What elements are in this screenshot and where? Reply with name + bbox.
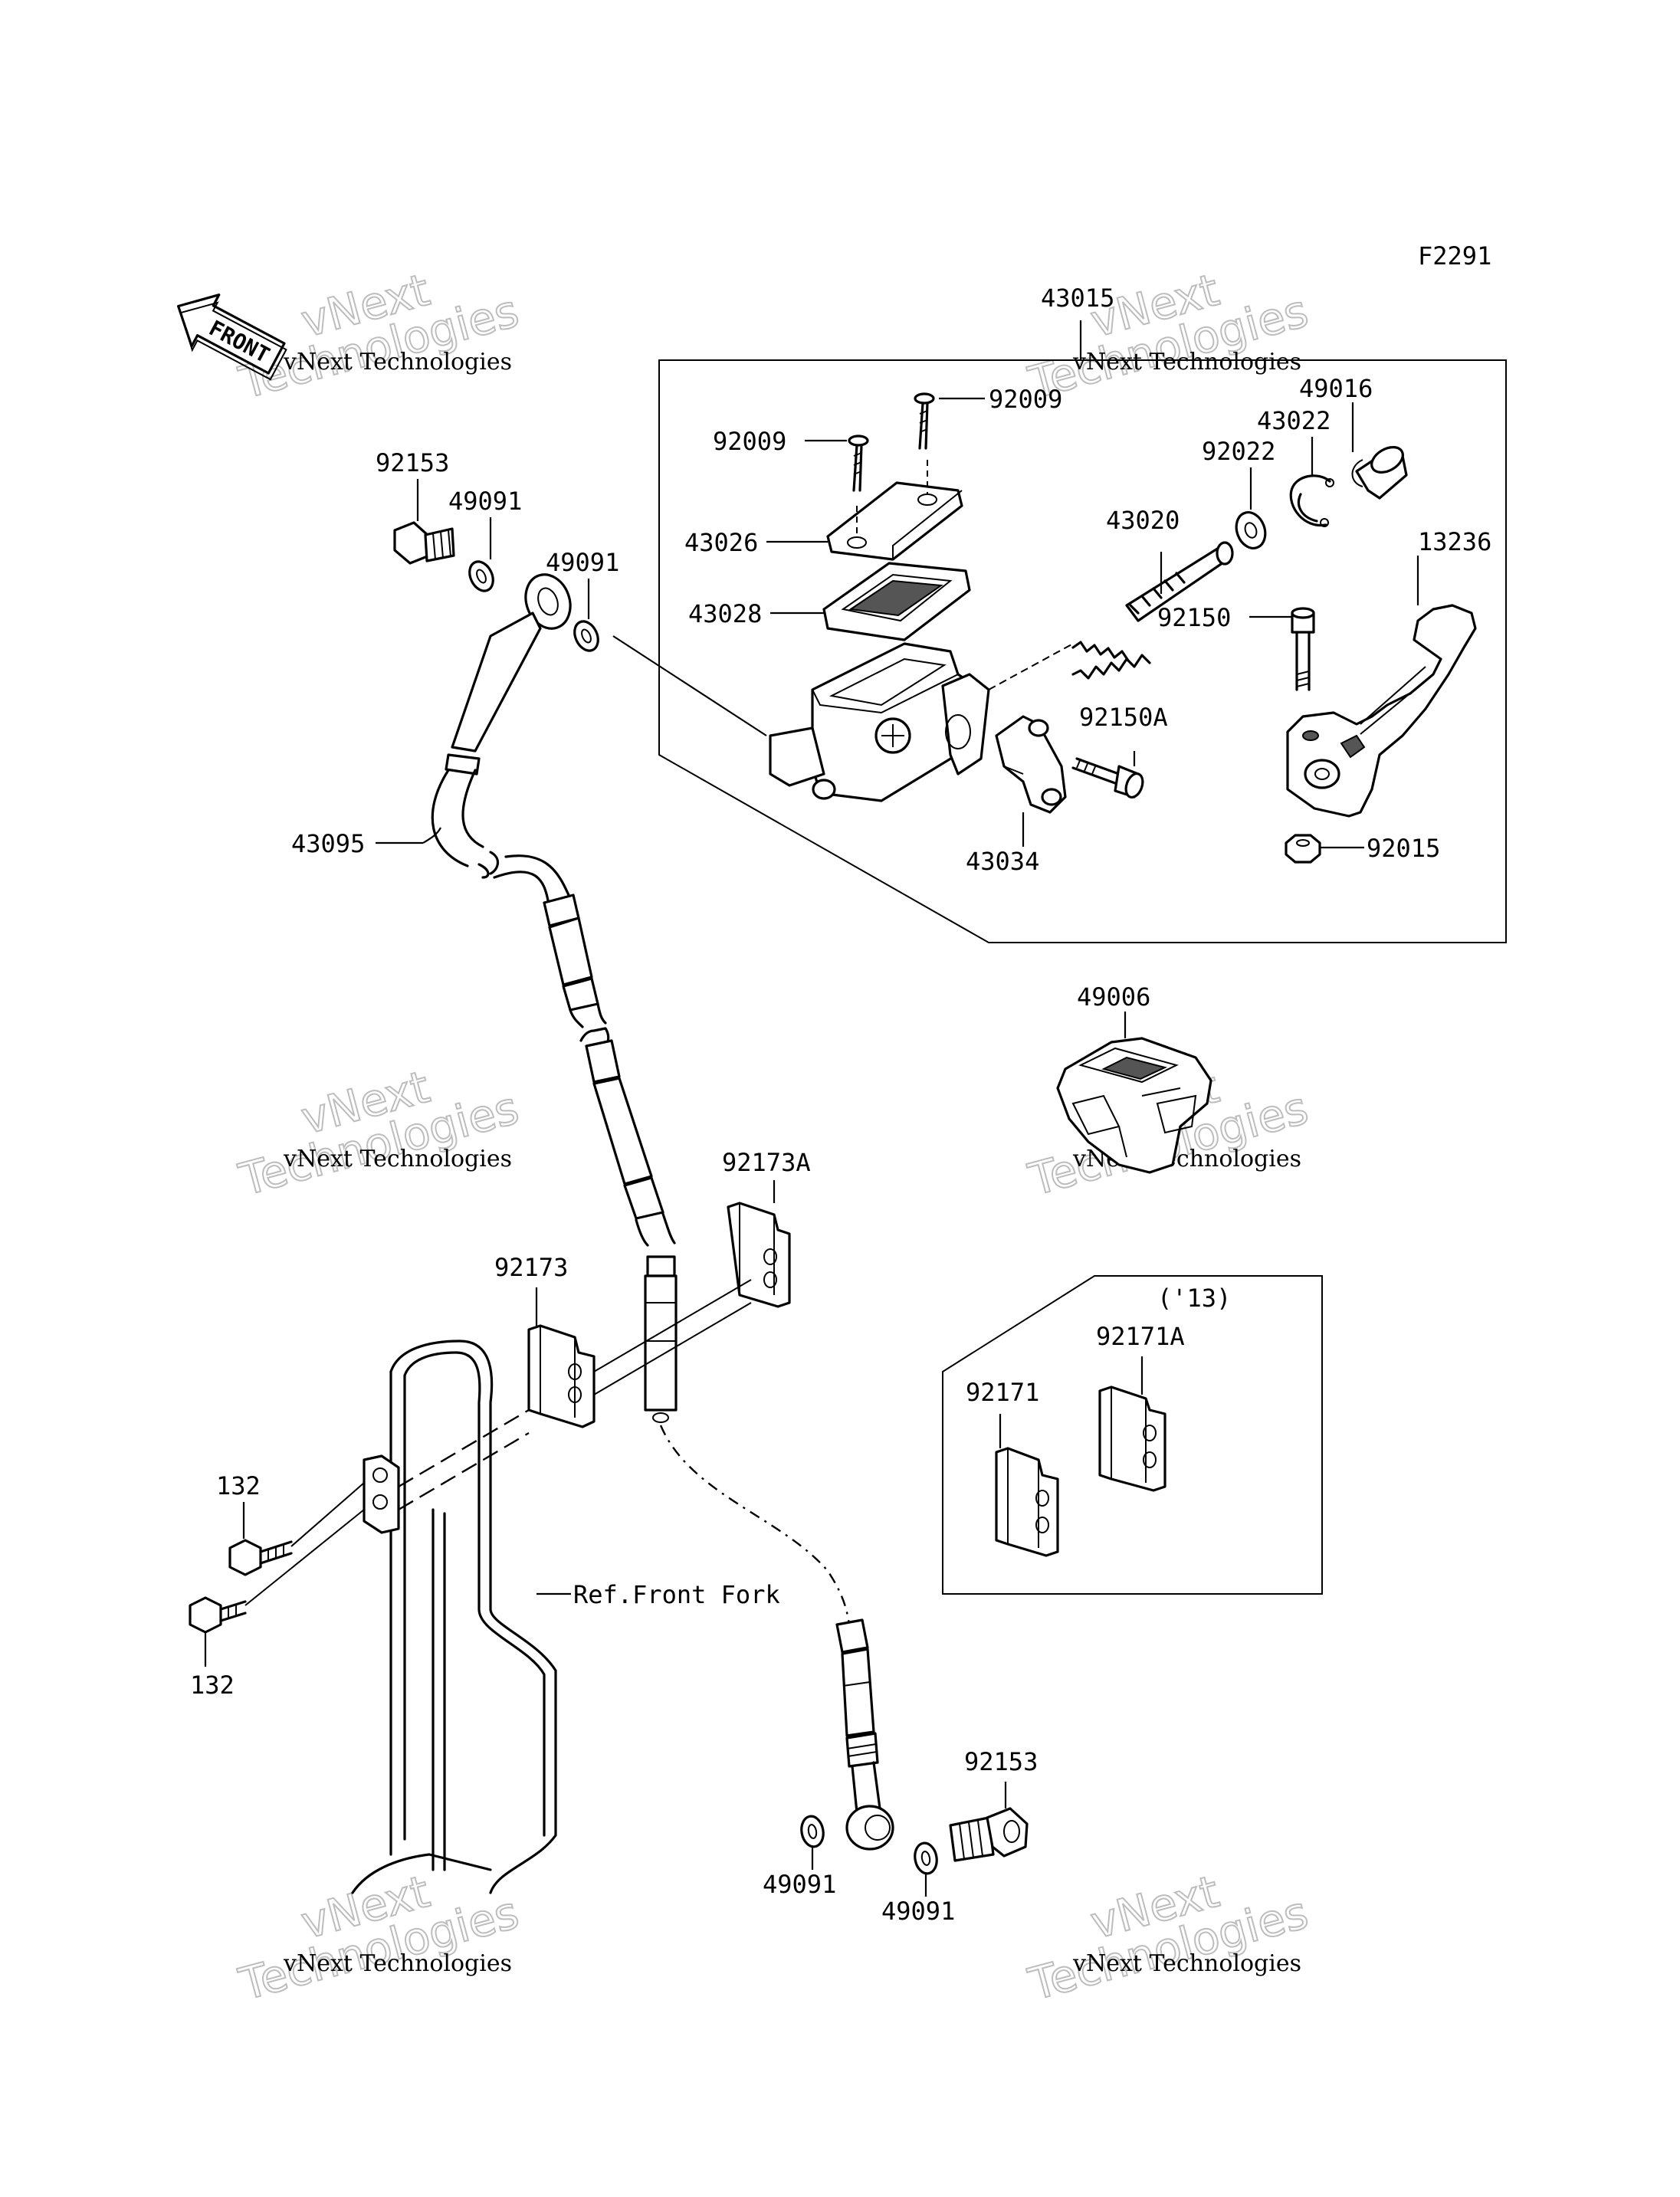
label-132-upper: 132: [216, 1471, 261, 1500]
label-49016: 49016: [1299, 374, 1373, 403]
washer-49091-a: [468, 560, 494, 592]
label-92009-right: 92009: [989, 385, 1062, 414]
label-43022: 43022: [1257, 406, 1331, 435]
bolt-132-lower: [189, 1596, 247, 1634]
label-13236: 13236: [1418, 527, 1491, 556]
watermark-bottom-left: vNext Technologies vNext Technologies: [233, 1864, 524, 2012]
front-fork-ref: [351, 1340, 557, 1894]
label-92173A: 92173A: [722, 1148, 811, 1177]
bolt-92150A: [1071, 757, 1144, 799]
front-arrow-icon: FRONT: [177, 293, 287, 381]
switch-housing-49006: [1056, 1037, 1212, 1174]
bolt-132-upper: [228, 1539, 293, 1576]
label-43020: 43020: [1106, 506, 1180, 535]
master-cylinder-body: [769, 642, 990, 802]
label-92022: 92022: [1202, 437, 1275, 466]
label-92171A: 92171A: [1096, 1322, 1185, 1351]
bracket-92173A: [727, 1202, 791, 1308]
variant-box-13: [942, 1275, 1323, 1595]
diaphragm-43028: [822, 562, 971, 641]
label-92153-bottom: 92153: [964, 1747, 1038, 1776]
dust-boot-49016: [1351, 446, 1408, 500]
assembly-frame-43015: [658, 359, 1507, 943]
label-92153-top: 92153: [376, 448, 449, 477]
label-49091-b: 49091: [546, 548, 619, 577]
label-43015: 43015: [1041, 284, 1114, 313]
label-92171: 92171: [966, 1378, 1039, 1407]
nut-92015: [1285, 834, 1321, 864]
label-92015: 92015: [1367, 834, 1440, 863]
label-92173: 92173: [494, 1253, 568, 1282]
label-49091-d: 49091: [881, 1897, 955, 1926]
bracket-92171: [995, 1447, 1059, 1557]
label-49006: 49006: [1077, 982, 1150, 1012]
washer-49091-b: [573, 620, 599, 652]
label-ref-front-fork: Ref.Front Fork: [573, 1580, 780, 1609]
screw-92009-right: [914, 392, 935, 450]
svg-text:vNext Technologies: vNext Technologies: [1072, 349, 1301, 375]
hose-lower-fitting: [835, 1618, 894, 1851]
reservoir-cap-43026: [826, 481, 963, 561]
washer-49091-c: [800, 1815, 825, 1848]
piston-spring-43020: [1071, 541, 1234, 680]
svg-text:vNext Technologies: vNext Technologies: [283, 1950, 512, 1977]
bracket-92171A: [1098, 1385, 1166, 1492]
screw-92009-left: [848, 434, 869, 492]
circlip-43022: [1289, 474, 1334, 527]
label-43095: 43095: [291, 829, 365, 858]
label-92150A: 92150A: [1079, 703, 1168, 732]
label-43034: 43034: [966, 847, 1039, 876]
watermark-top-left: vNext Technologies vNext Technologies: [233, 263, 524, 410]
lever-13236: [1286, 604, 1477, 818]
label-49091-a: 49091: [448, 487, 522, 516]
label-43028: 43028: [688, 599, 762, 628]
svg-text:vNext Technologies: vNext Technologies: [283, 1146, 512, 1172]
banjo-bolt-92153-bottom: [949, 1807, 1029, 1862]
hose-lower-dashed: [659, 1425, 851, 1625]
brake-hose-43095: [431, 573, 678, 1423]
washer-49091-d: [914, 1841, 938, 1875]
washer-92022: [1235, 511, 1267, 549]
label-49091-c: 49091: [763, 1870, 836, 1899]
label-variant-13: ('13): [1157, 1284, 1231, 1313]
bracket-92173: [527, 1324, 596, 1428]
label-43026: 43026: [684, 528, 758, 557]
pivot-bolt-92150: [1291, 607, 1315, 691]
banjo-bolt-92153-top: [393, 521, 455, 565]
leader-banjo-to-cylinder: [612, 635, 767, 736]
label-92009-left: 92009: [713, 427, 786, 456]
label-132-lower: 132: [190, 1671, 235, 1700]
svg-text:vNext Technologies: vNext Technologies: [1072, 1950, 1301, 1977]
watermark-mid-left: vNext Technologies vNext Technologies: [233, 1060, 524, 1207]
watermark-bottom-right: vNext Technologies vNext Technologies: [1022, 1864, 1314, 2012]
clamp-43034: [995, 715, 1067, 814]
figure-code: F2291: [1418, 241, 1491, 271]
label-92150: 92150: [1157, 603, 1231, 632]
svg-text:vNext Technologies: vNext Technologies: [283, 349, 512, 375]
